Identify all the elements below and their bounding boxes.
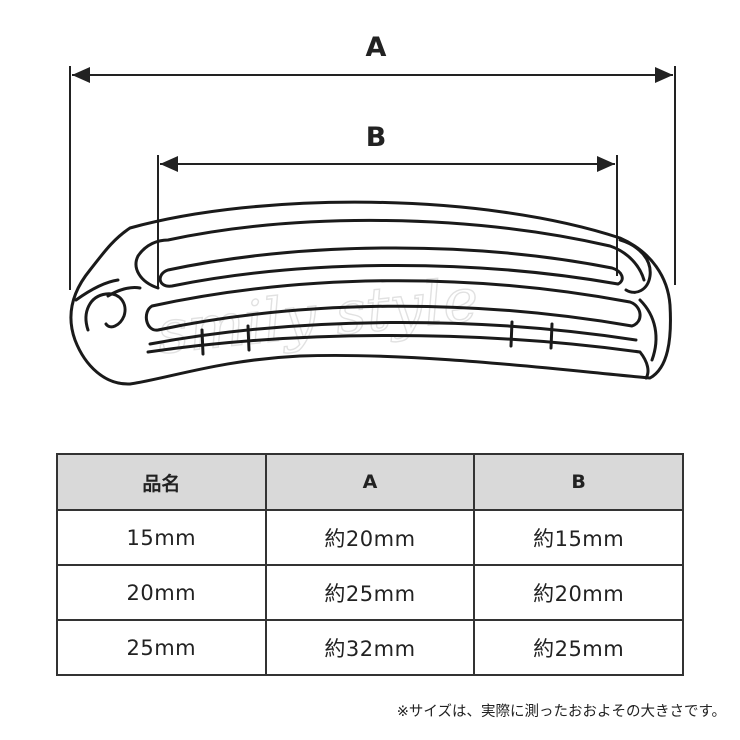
size-table: 品名 A B 15mm 約20mm 約15mm 20mm 約25mm 約20mm… bbox=[56, 453, 684, 676]
header-b: B bbox=[473, 453, 684, 511]
dimension-a-label: A bbox=[366, 32, 387, 63]
dimension-b: B bbox=[157, 122, 618, 288]
cell-b: 約20mm bbox=[473, 564, 684, 621]
cell-a: 約32mm bbox=[264, 619, 476, 676]
cell-a: 約20mm bbox=[264, 509, 476, 566]
cell-product: 25mm bbox=[56, 619, 267, 676]
table-row: 20mm 約25mm 約20mm bbox=[56, 564, 684, 621]
table-row: 15mm 約20mm 約15mm bbox=[56, 509, 684, 566]
table-header-row: 品名 A B bbox=[56, 453, 684, 511]
dimension-b-label: B bbox=[366, 122, 387, 153]
header-product-name: 品名 bbox=[56, 453, 267, 511]
table-row: 25mm 約32mm 約25mm bbox=[56, 619, 684, 676]
cell-product: 20mm bbox=[56, 564, 267, 621]
cell-b: 約15mm bbox=[473, 509, 684, 566]
buckle-diagram: A B smily style bbox=[69, 32, 676, 386]
cell-product: 15mm bbox=[56, 509, 267, 566]
header-a: A bbox=[264, 453, 476, 511]
cell-b: 約25mm bbox=[473, 619, 684, 676]
dimension-a: A bbox=[69, 32, 676, 290]
size-note: ※サイズは、実際に測ったおおよその大きさです。 bbox=[396, 704, 726, 720]
cell-a: 約25mm bbox=[264, 564, 476, 621]
buckle-drawing bbox=[69, 200, 672, 386]
